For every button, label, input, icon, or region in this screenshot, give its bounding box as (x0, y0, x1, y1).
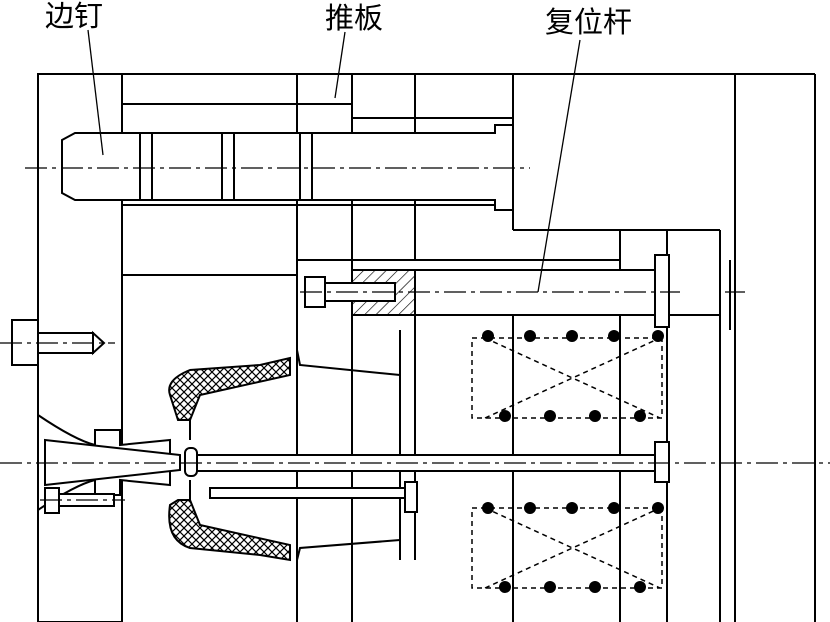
spring-lower (471, 507, 663, 589)
label-push-plate: 推板 (325, 1, 383, 35)
core (189, 349, 401, 561)
spring-dots (482, 330, 664, 593)
molded-part (168, 356, 291, 562)
top-bolt (11, 319, 106, 366)
ejector-rod (196, 441, 670, 483)
leader-lines (87, 29, 581, 293)
lower-push-rod (209, 481, 418, 513)
label-side-pin: 边钉 (45, 0, 103, 33)
spring-upper (471, 337, 663, 419)
center-lines (0, 167, 830, 501)
label-return-pin: 复位杆 (545, 5, 632, 39)
